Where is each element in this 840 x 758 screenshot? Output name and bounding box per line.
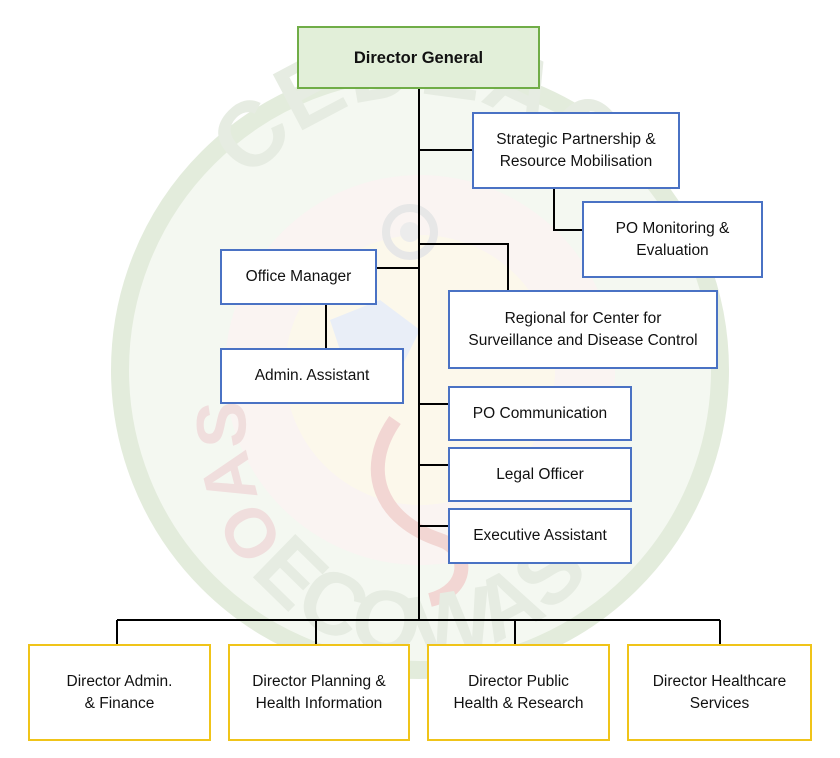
director-general-label: Director General	[353, 48, 484, 67]
executive-assistant-box[interactable]: Executive Assistant	[448, 508, 632, 564]
po-monitoring-box[interactable]: PO Monitoring & Evaluation	[582, 201, 763, 278]
executive-assistant-label: Executive Assistant	[473, 527, 607, 544]
strategic-partnership-label-line1: Strategic Partnership &	[496, 130, 656, 148]
strategic-partnership-label-line2: Resource Mobilisation	[499, 152, 653, 170]
director-general-box[interactable]: Director General	[297, 26, 540, 89]
director-admin-finance-box[interactable]: Director Admin. & Finance	[28, 644, 211, 741]
director-public-health-label-line1: Director Public	[468, 672, 569, 690]
director-public-health-box[interactable]: Director Public Health & Research	[427, 644, 610, 741]
director-planning-label-line2: Health Information	[255, 694, 383, 712]
legal-officer-label: Legal Officer	[496, 465, 584, 483]
director-public-health-label-line2: Health & Research	[453, 694, 584, 712]
director-healthcare-box[interactable]: Director Healthcare Services	[627, 644, 812, 741]
po-monitoring-label-line1: PO Monitoring &	[615, 219, 730, 237]
office-manager-label: Office Manager	[245, 268, 352, 285]
director-planning-box[interactable]: Director Planning & Health Information	[228, 644, 410, 741]
po-monitoring-label-line2: Evaluation	[636, 241, 709, 259]
po-communication-label: PO Communication	[472, 404, 608, 422]
strategic-partnership-box[interactable]: Strategic Partnership & Resource Mobilis…	[472, 112, 680, 189]
connector-regional	[419, 243, 509, 291]
admin-assistant-box[interactable]: Admin. Assistant	[220, 348, 404, 404]
director-admin-finance-label-line2: & Finance	[84, 694, 155, 712]
office-manager-box[interactable]: Office Manager	[220, 249, 377, 305]
admin-assistant-label: Admin. Assistant	[254, 367, 370, 384]
director-healthcare-label-line1: Director Healthcare	[652, 672, 787, 690]
director-planning-label-line1: Director Planning &	[252, 672, 386, 690]
po-communication-box[interactable]: PO Communication	[448, 386, 632, 441]
legal-officer-box[interactable]: Legal Officer	[448, 447, 632, 502]
director-healthcare-label-line2: Services	[689, 694, 750, 712]
director-admin-finance-label-line1: Director Admin.	[66, 672, 173, 690]
connector-po-monitoring	[553, 189, 583, 231]
regional-center-label-line2: Surveillance and Disease Control	[468, 331, 698, 349]
regional-center-box[interactable]: Regional for Center for Surveillance and…	[448, 290, 718, 369]
regional-center-label-line1: Regional for Center for	[504, 309, 662, 327]
